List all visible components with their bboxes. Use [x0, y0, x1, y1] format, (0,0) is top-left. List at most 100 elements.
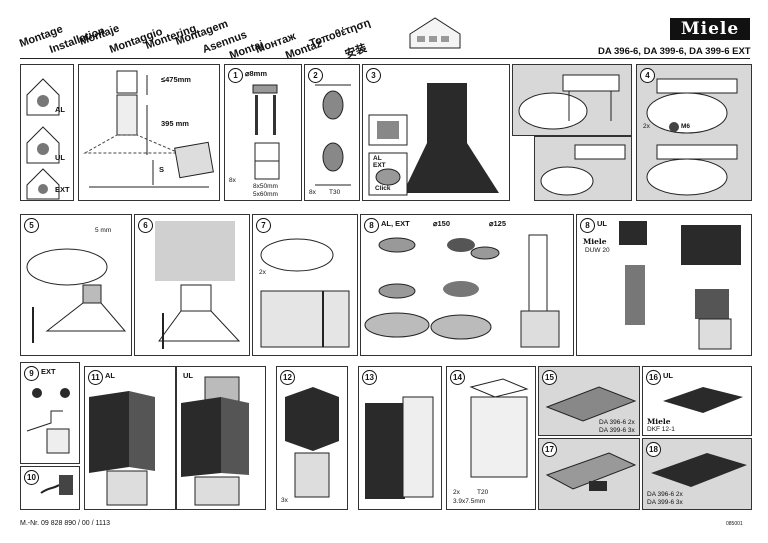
step-number: 2: [308, 68, 323, 83]
step-number: 8: [580, 218, 595, 233]
step-number: 5: [24, 218, 39, 233]
step-15-panel: 15 DA 396-6 2x DA 399-6 3x: [538, 366, 640, 436]
screw-size-a: 8x50mm: [253, 183, 278, 190]
step-number: 11: [88, 370, 103, 385]
mode-label-ul: UL: [55, 153, 65, 162]
step-8-panel: 8 AL, EXT ⌀150 ⌀125: [360, 214, 574, 356]
step-3b-panel: [512, 64, 632, 136]
hood-level-illustration: [26, 248, 127, 343]
step-number: 8: [364, 218, 379, 233]
chimney-cover-ul-illustration: [181, 376, 249, 506]
duct-diameter-150: ⌀150: [433, 219, 451, 228]
dimension-395: 395 mm: [161, 119, 189, 128]
model-list: DA 396-6, DA 399-6, DA 399-6 EXT: [598, 46, 751, 57]
step-6-panel: 6: [134, 214, 250, 356]
mode-label: UL: [597, 219, 607, 228]
step-3-panel: 3 AL EXT Click: [362, 64, 510, 201]
nut-size: M6: [681, 123, 691, 130]
nut-count: 2x: [643, 123, 650, 130]
step-7-panel: 7 2x: [252, 214, 358, 356]
filter-count-396: DA 396-6 2x: [647, 491, 683, 498]
step-number: 7: [256, 218, 271, 233]
brand-small: Miele: [647, 417, 671, 426]
duct-ring-illustration: [364, 234, 560, 348]
screw-size: 3.9x7.5mm: [453, 498, 486, 505]
mode-label: UL: [663, 371, 673, 380]
mode-label: EXT: [41, 367, 56, 376]
recirculation-kit-illustration: [619, 221, 741, 350]
screw-fix-illustration: [260, 238, 350, 348]
mode-panel: AL UL EXT: [20, 64, 74, 201]
step-number: 12: [280, 370, 295, 385]
filter-final-illustration: [651, 453, 747, 487]
mode-label: UL: [183, 371, 193, 380]
kit-name: DUW 20: [585, 247, 610, 254]
step-number: 6: [138, 218, 153, 233]
step-number: 16: [646, 370, 661, 385]
screw-count: 3x: [281, 497, 288, 504]
mode-label-ext: EXT: [55, 185, 70, 194]
step-14-panel: 14 2x T20 3.9x7.5mm: [446, 366, 536, 510]
step-11-al-panel: 11 AL: [84, 366, 176, 510]
step-16-panel: 16 UL Miele DKF 12-1: [642, 366, 752, 436]
step-12-panel: 12 3x: [276, 366, 348, 510]
step-18-panel: 18 DA 396-6 2x DA 399-6 3x: [642, 438, 752, 510]
tool-size: T30: [329, 189, 341, 196]
gap-dimension: 5 mm: [95, 227, 112, 234]
step-number: 4: [640, 68, 655, 83]
chimney-cover-illustration: [89, 391, 155, 506]
hood-bracket-illustration: [540, 144, 626, 196]
step-number: 17: [542, 442, 557, 457]
brand-small: Miele: [583, 237, 607, 246]
hood-icon: [409, 17, 461, 49]
overview-panel: ≤475mm 395 mm S: [78, 64, 220, 201]
cable-routing-illustration: [26, 388, 70, 454]
step-number: 18: [646, 442, 661, 457]
step-4-panel: 4 2x M6: [636, 64, 752, 201]
chimney-mount-illustration: [368, 83, 499, 196]
step-2-panel: 2 8x T30: [304, 64, 360, 201]
screw-count: 2x: [453, 489, 460, 496]
document-number: M.-Nr. 09 828 890 / 00 / 1113: [20, 520, 111, 527]
step-number: 14: [450, 370, 465, 385]
step-number: 9: [24, 366, 39, 381]
print-code: 085001: [726, 521, 743, 527]
step-5-panel: 5 5 mm: [20, 214, 132, 356]
house-icons: [26, 78, 60, 200]
filter-count-396: DA 396-6 2x: [599, 419, 635, 426]
hood-top-illustration: [518, 74, 620, 130]
top-cover-illustration: [285, 387, 339, 498]
mode-label: AL, EXT: [381, 219, 410, 228]
mode-label-al: AL: [55, 105, 65, 114]
header-divider: [20, 58, 750, 59]
bracket-drill-illustration: [252, 84, 280, 180]
step-number: 3: [366, 68, 381, 83]
hood-dimension-diagram: [83, 70, 214, 188]
screw-size-b: 5x60mm: [253, 191, 278, 198]
header-hood-illustration: [405, 14, 465, 52]
nut-fixing-illustration: [646, 78, 738, 196]
filter-count-399: DA 399-6 3x: [647, 499, 683, 506]
plug-icon: [40, 475, 73, 495]
step-1-panel: 1 ⌀8mm 8x 8x50mm 5x60mm: [224, 64, 302, 201]
step-13-panel: 13: [358, 366, 442, 510]
chimney-screw-illustration: [469, 378, 529, 478]
hood-adjust-illustration: [155, 221, 241, 349]
step-number: 13: [362, 370, 377, 385]
mode-label: AL: [105, 371, 115, 380]
step-8-ul-panel: 8 UL Miele DUW 20: [576, 214, 752, 356]
filter-count-399: DA 399-6 3x: [599, 427, 635, 434]
screw-count: 8x: [229, 177, 236, 184]
step-11-ul-panel: UL: [176, 366, 266, 510]
filter-insert-illustration: [545, 386, 637, 422]
brand-logo: Miele: [670, 18, 750, 40]
step-17-panel: 17: [538, 438, 640, 510]
step-9-panel: 9 EXT: [20, 362, 80, 464]
screw-count: 2x: [259, 269, 266, 276]
step-number: 15: [542, 370, 557, 385]
kit-name: DKF 12-1: [647, 426, 675, 433]
step-10-panel: 10: [20, 466, 80, 510]
step-number: 10: [24, 470, 39, 485]
mode-label: AL EXT: [373, 155, 386, 169]
step-number: 1: [228, 68, 243, 83]
